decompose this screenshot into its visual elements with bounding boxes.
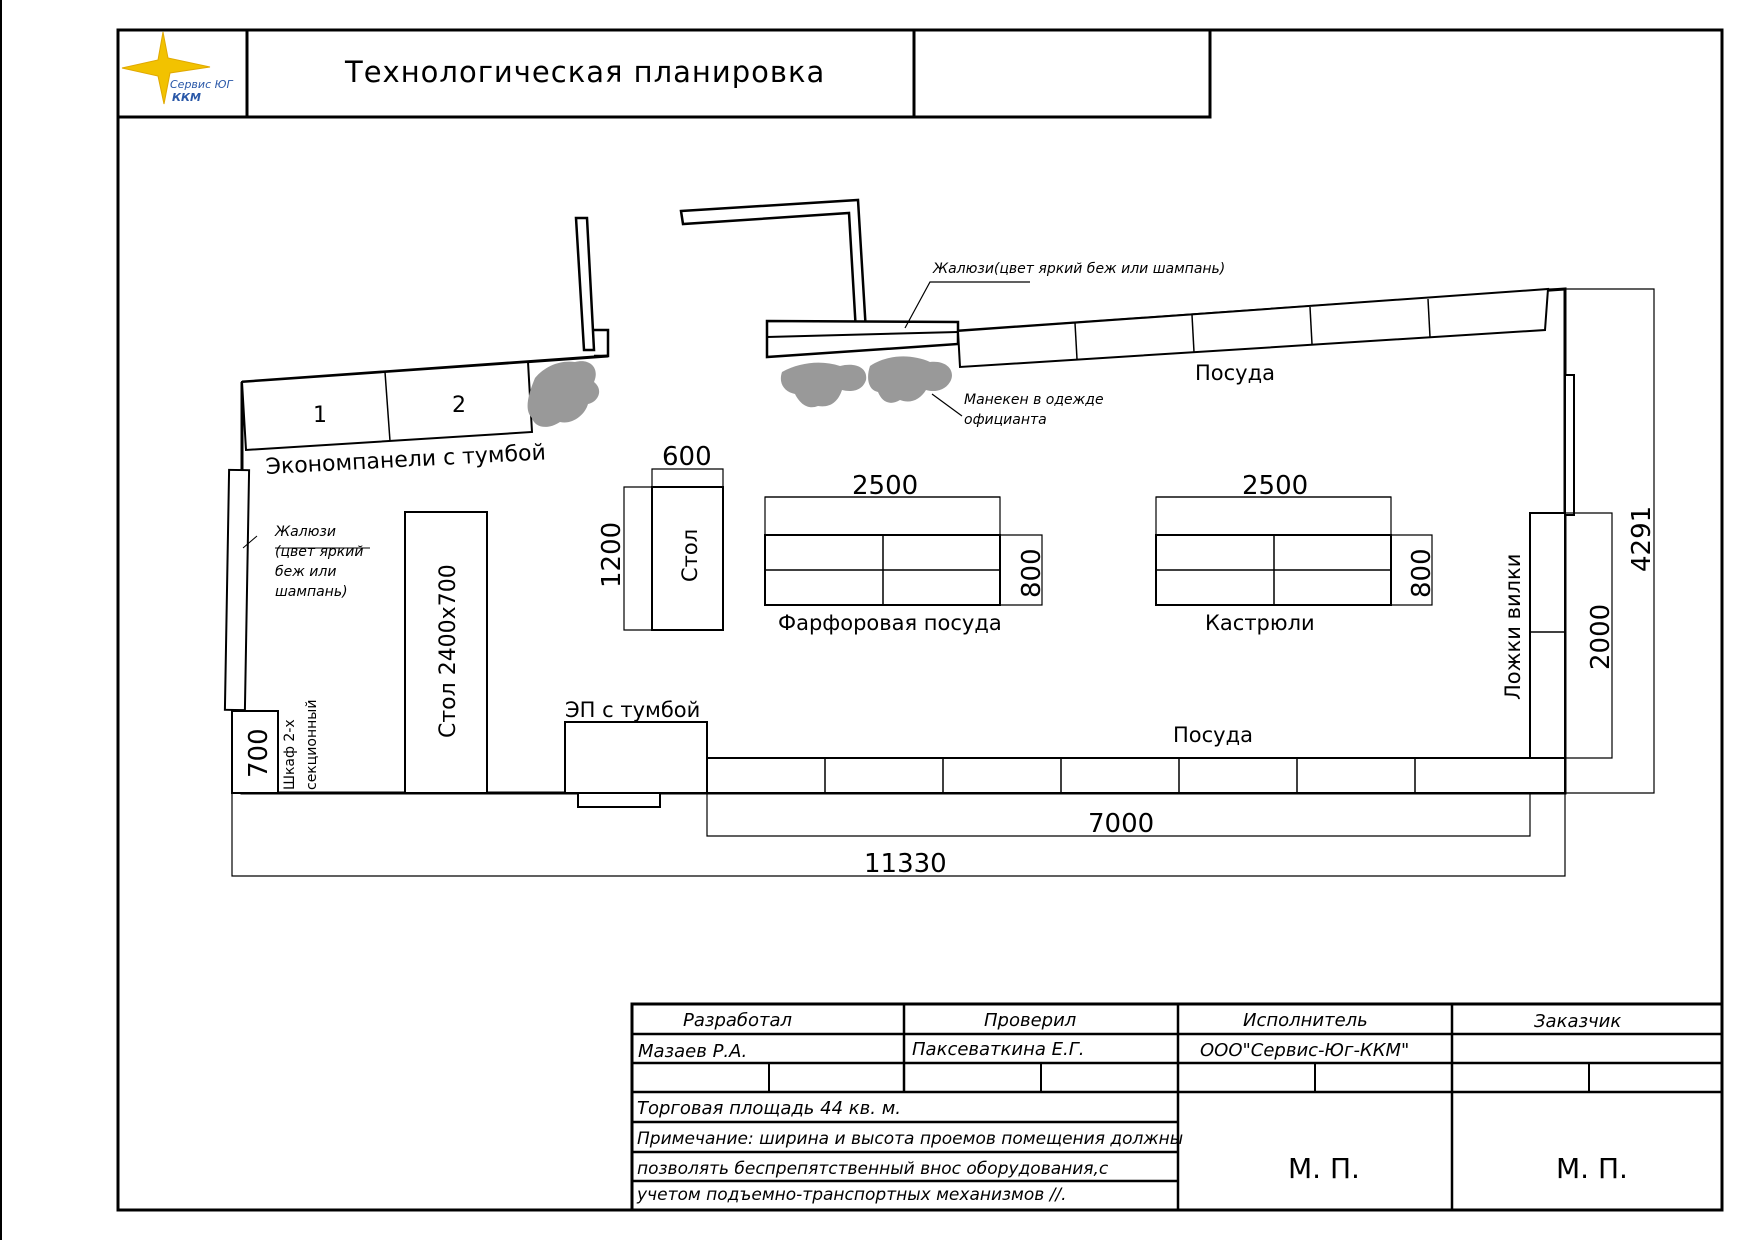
dim-line-pots-depth bbox=[1391, 534, 1433, 606]
dim-line-table-width bbox=[651, 468, 724, 487]
porcelain-label: Фарфоровая посуда bbox=[778, 611, 1002, 635]
stamp-header-contractor: Исполнитель bbox=[1243, 1010, 1368, 1031]
spoons-forks-label: Ложки вилки bbox=[1501, 554, 1525, 700]
dim-porcelain-depth: 800 bbox=[1017, 548, 1047, 598]
stamp-note-line1: Примечание: ширина и высота проемов поме… bbox=[637, 1129, 1183, 1149]
logo-star-icon bbox=[121, 31, 211, 105]
table-small bbox=[651, 486, 724, 631]
wardrobe-label-line1: Шкаф 2-х bbox=[282, 719, 298, 790]
dim-total-length: 11330 bbox=[864, 849, 947, 879]
dishes-top-label: Посуда bbox=[1195, 361, 1275, 385]
table-small-label: Стол bbox=[678, 529, 702, 582]
dishes-rack-bottom bbox=[706, 757, 1566, 794]
stamp-header-customer: Заказчик bbox=[1534, 1011, 1621, 1032]
mannequin-icon-1 bbox=[527, 361, 600, 427]
stamp-checker-name: Паксеваткина Е.Г. bbox=[912, 1039, 1084, 1060]
stamp-header-developer: Разработал bbox=[683, 1010, 792, 1031]
dim-line-table-length bbox=[623, 486, 652, 631]
dim-wardrobe-depth: 700 bbox=[244, 728, 274, 778]
dim-pots-depth: 800 bbox=[1407, 548, 1437, 598]
stamp-table: Разработал Проверил Исполнитель Заказчик… bbox=[630, 1002, 1724, 1212]
logo: Сервис ЮГ ККМ bbox=[121, 31, 233, 105]
logo-text-1: Сервис ЮГ bbox=[170, 78, 233, 91]
blinds-left-line4: шампань) bbox=[275, 584, 348, 600]
logo-text-2: ККМ bbox=[172, 91, 201, 104]
dim-line-bottom-run bbox=[706, 793, 1531, 837]
spoons-forks-rack bbox=[1529, 512, 1566, 794]
dishes-bottom-label: Посуда bbox=[1173, 723, 1253, 747]
blinds-top-label: Жалюзи(цвет яркий беж или шампань) bbox=[932, 261, 1225, 277]
dim-line-right-wall bbox=[1548, 288, 1655, 794]
door-threshold bbox=[765, 319, 960, 359]
dim-pots-length: 2500 bbox=[1242, 471, 1308, 501]
counter-number-1: 1 bbox=[313, 403, 327, 428]
stamp-note-line3: учетом подъемно-транспортных механизмов … bbox=[636, 1185, 1067, 1205]
blinds-left-line1: Жалюзи bbox=[274, 524, 336, 540]
table-big-label: Стол 2400х700 bbox=[436, 564, 461, 738]
door-frame-right bbox=[679, 198, 868, 334]
dim-line-porcelain-depth bbox=[1000, 534, 1043, 606]
dim-table-small-width: 600 bbox=[662, 442, 712, 472]
door-frame-left bbox=[574, 216, 596, 352]
mannequin-icon-3 bbox=[868, 356, 952, 403]
counter-number-2: 2 bbox=[452, 393, 466, 418]
wardrobe bbox=[231, 710, 279, 794]
stamp-developer-name: Мазаев Р.А. bbox=[638, 1041, 747, 1062]
blinds-left-line3: беж или bbox=[275, 564, 336, 580]
ep-stand bbox=[564, 721, 708, 794]
stamp-contractor-name: ООО"Сервис-Юг-ККМ" bbox=[1200, 1040, 1409, 1061]
mannequin-label-line1: Манекен в одежде bbox=[964, 392, 1104, 408]
mannequin-label-line2: официанта bbox=[964, 412, 1047, 428]
pots-label: Кастрюли bbox=[1205, 611, 1315, 635]
dim-line-spoons bbox=[1565, 512, 1613, 759]
stamp-seal-customer: М. П. bbox=[1556, 1152, 1628, 1185]
table-big bbox=[404, 511, 488, 794]
floor-plan: 1 2 Экономпанели с тумбой Жалюзи (цвет я… bbox=[223, 198, 1657, 879]
dim-right-wall: 4291 bbox=[1627, 506, 1657, 572]
dim-bottom-run: 7000 bbox=[1088, 809, 1154, 839]
stamp-header-checker: Проверил bbox=[984, 1010, 1076, 1031]
blinds-right bbox=[1564, 374, 1575, 516]
ep-stand-label: ЭП с тумбой bbox=[565, 698, 700, 722]
mannequin-icon-2 bbox=[780, 362, 867, 408]
stamp-note-line2: позволять беспрепятственный внос оборудо… bbox=[637, 1159, 1109, 1179]
stamp-note-area: Торговая площадь 44 кв. м. bbox=[637, 1098, 901, 1119]
dim-porcelain-length: 2500 bbox=[852, 471, 918, 501]
blinds-left-line2: (цвет яркий bbox=[275, 544, 363, 560]
wardrobe-label-line2: секционный bbox=[304, 700, 320, 790]
dim-table-small-length: 1200 bbox=[597, 522, 627, 588]
door-jamb-left bbox=[594, 328, 610, 358]
blinds-left bbox=[223, 468, 251, 712]
dim-spoons-length: 2000 bbox=[1586, 604, 1616, 670]
stamp-seal-contractor: М. П. bbox=[1288, 1152, 1360, 1185]
title-block: Сервис ЮГ ККМ Технологическая планировка bbox=[116, 28, 1212, 119]
dim-line-total bbox=[231, 793, 1566, 877]
page-title: Технологическая планировка bbox=[344, 55, 825, 89]
dishes-rack-top bbox=[956, 287, 1550, 369]
